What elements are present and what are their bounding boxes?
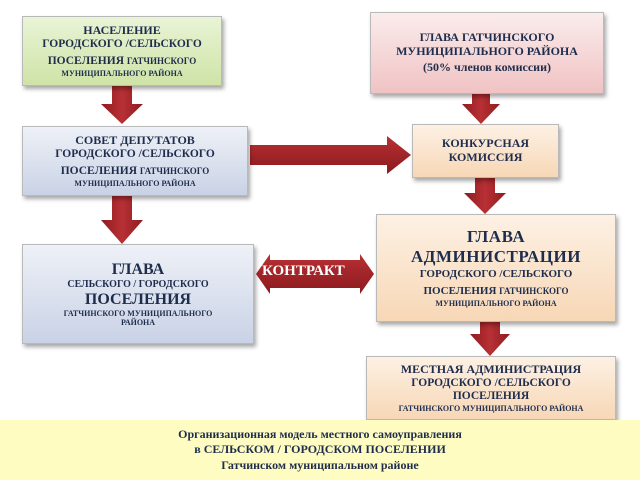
local-admin-line4: ГАТЧИНСКОГО МУНИЦИПАЛЬНОГО РАЙОНА — [398, 403, 584, 413]
district-head-line2: МУНИЦИПАЛЬНОГО РАЙОНА — [396, 43, 578, 58]
population-line2: ГОРОДСКОГО /СЕЛЬСКОГО — [42, 37, 202, 50]
admin-head-title: ГЛАВА — [466, 227, 526, 247]
local-admin-line3: ПОСЕЛЕНИЯ — [452, 390, 530, 403]
settlement-head-line5: РАЙОНА — [120, 318, 156, 328]
settlement-head-box: ГЛАВА СЕЛЬСКОГО / ГОРОДСКОГО ПОСЕЛЕНИЯ Г… — [22, 244, 254, 344]
arrow-admin-head-to-local-admin — [470, 322, 510, 356]
arrow-commission-to-admin-head — [464, 178, 506, 214]
admin-head-line3: ГОРОДСКОГО /СЕЛЬСКОГО — [419, 268, 573, 281]
arrow-population-to-council — [101, 85, 143, 124]
population-box: НАСЕЛЕНИЕ ГОРОДСКОГО /СЕЛЬСКОГО ПОСЕЛЕНИ… — [22, 16, 222, 86]
caption-line1: Организационная модель местного самоупра… — [178, 426, 462, 441]
council-line3: ПОСЕЛЕНИЯ ГАТЧИНСКОГО — [60, 164, 210, 177]
council-box: СОВЕТ ДЕПУТАТОВ ГОРОДСКОГО /СЕЛЬСКОГО ПО… — [22, 126, 248, 196]
caption-line3: Гатчинском муниципальном районе — [221, 457, 419, 472]
admin-head-box: ГЛАВА АДМИНИСТРАЦИИ ГОРОДСКОГО /СЕЛЬСКОГ… — [376, 214, 616, 322]
district-head-box: ГЛАВА ГАТЧИНСКОГО МУНИЦИПАЛЬНОГО РАЙОНА … — [370, 12, 604, 94]
district-head-line3: (50% членов комиссии) — [422, 60, 551, 75]
commission-box: КОНКУРСНАЯ КОМИССИЯ — [412, 124, 559, 178]
commission-line1: КОНКУРСНАЯ — [441, 136, 530, 151]
local-admin-line2: ГОРОДСКОГО /СЕЛЬСКОГО — [411, 377, 571, 390]
contract-label: КОНТРАКТ — [262, 263, 345, 279]
caption-line2: в СЕЛЬСКОМ / ГОРОДСКОМ ПОСЕЛЕНИИ — [194, 442, 446, 457]
population-title: НАСЕЛЕНИЕ — [83, 22, 161, 37]
admin-head-line2: АДМИНИСТРАЦИИ — [411, 246, 581, 266]
council-title: СОВЕТ ДЕПУТАТОВ — [75, 132, 195, 147]
arrow-district-head-to-commission — [462, 94, 500, 124]
population-line4: МУНИЦИПАЛЬНОГО РАЙОНА — [61, 69, 183, 79]
settlement-head-line3: ПОСЕЛЕНИЯ — [84, 290, 192, 308]
district-head-line1: ГЛАВА ГАТЧИНСКОГО — [419, 29, 555, 44]
arrow-contract — [256, 254, 374, 294]
admin-head-line5: МУНИЦИПАЛЬНОГО РАЙОНА — [435, 299, 557, 309]
arrow-council-to-commission — [250, 136, 411, 174]
settlement-head-line2: СЕЛЬСКОГО / ГОРОДСКОГО — [67, 279, 209, 291]
local-admin-title: МЕСТНАЯ АДМИНИСТРАЦИЯ — [400, 362, 582, 377]
settlement-head-line4: ГАТЧИНСКОГО МУНИЦИПАЛЬНОГО — [63, 308, 213, 318]
commission-line2: КОМИССИЯ — [448, 150, 523, 164]
arrow-council-to-head — [101, 196, 143, 244]
admin-head-line4: ПОСЕЛЕНИЯ ГАТЧИНСКОГО — [423, 285, 569, 298]
settlement-head-title: ГЛАВА — [111, 260, 165, 278]
caption-bar: Организационная модель местного самоупра… — [0, 420, 640, 480]
council-line4: МУНИЦИПАЛЬНОГО РАЙОНА — [74, 179, 196, 189]
population-line3: ПОСЕЛЕНИЯ ГАТЧИНСКОГО — [47, 54, 197, 67]
council-line2: ГОРОДСКОГО /СЕЛЬСКОГО — [55, 147, 215, 160]
local-admin-box: МЕСТНАЯ АДМИНИСТРАЦИЯ ГОРОДСКОГО /СЕЛЬСК… — [366, 356, 616, 420]
